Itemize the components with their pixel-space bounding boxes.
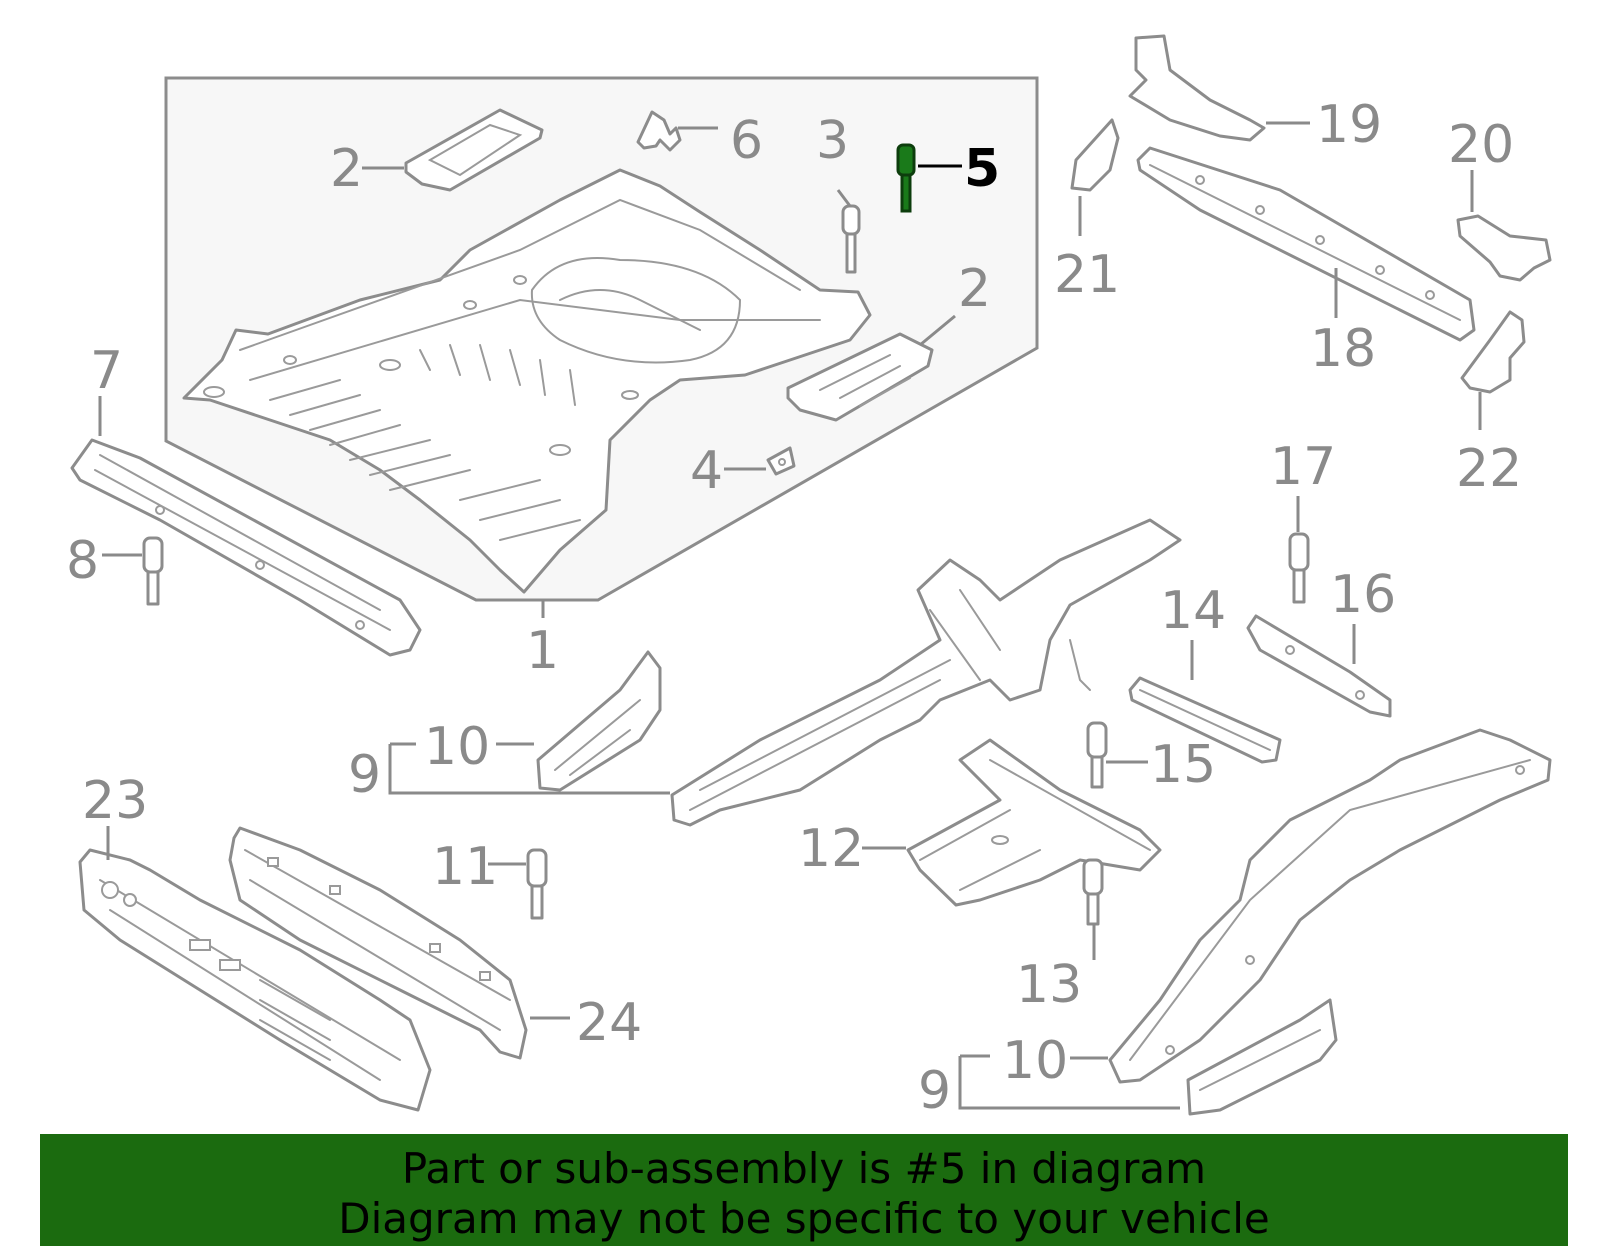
callout-16: 16 <box>1330 565 1396 625</box>
callout-17: 17 <box>1270 437 1336 497</box>
callout-7: 7 <box>90 341 123 401</box>
crossmember[interactable] <box>906 738 1162 907</box>
rear-floor-pan[interactable] <box>182 168 872 594</box>
clip-6[interactable] <box>636 110 682 152</box>
rear-cross-rail[interactable] <box>70 438 422 657</box>
callout-19: 19 <box>1316 95 1382 155</box>
callout-23: 23 <box>82 771 148 831</box>
callout-2-upper: 2 <box>330 139 363 199</box>
callout-4: 4 <box>690 441 723 501</box>
callout-9-upper: 9 <box>348 745 381 805</box>
callout-14: 14 <box>1160 581 1226 641</box>
leader-lines <box>98 121 1482 1110</box>
bracket-21[interactable] <box>1070 118 1120 192</box>
callout-6: 6 <box>730 111 763 171</box>
stud-3[interactable] <box>841 204 861 274</box>
floor-bracket-lower[interactable] <box>786 332 934 422</box>
banner-line-2: Diagram may not be specific to your vehi… <box>338 1194 1270 1243</box>
bolt-5-highlighted[interactable] <box>896 143 916 213</box>
callout-3: 3 <box>816 111 849 171</box>
callout-10-upper: 10 <box>424 717 490 777</box>
callout-21: 21 <box>1054 245 1120 305</box>
callout-8: 8 <box>66 531 99 591</box>
callout-18: 18 <box>1310 319 1376 379</box>
callout-2-lower: 2 <box>958 259 991 319</box>
rail-extension-lower[interactable] <box>1186 998 1338 1116</box>
stud-8[interactable] <box>142 536 164 606</box>
banner-line-1: Part or sub-assembly is #5 in diagram <box>401 1144 1207 1193</box>
clip-4[interactable] <box>766 446 796 476</box>
callout-9-lower: 9 <box>918 1061 951 1121</box>
rear-rail-upper[interactable] <box>670 518 1182 827</box>
info-banner: Part or sub-assembly is #5 in diagram Di… <box>40 1134 1568 1246</box>
bracket-20[interactable] <box>1456 214 1552 282</box>
callout-numbers: 1 2 2 3 4 5 6 7 8 9 10 11 12 13 14 15 16… <box>66 95 1522 1121</box>
stud-15[interactable] <box>1086 721 1108 789</box>
stud-13[interactable] <box>1082 858 1104 926</box>
callout-1: 1 <box>526 621 559 681</box>
callout-5: 5 <box>964 139 1000 199</box>
reinforcement-14[interactable] <box>1128 676 1282 764</box>
callout-10-lower: 10 <box>1002 1031 1068 1091</box>
callout-24: 24 <box>576 993 642 1053</box>
side-rail-24[interactable] <box>228 826 528 1060</box>
callout-22: 22 <box>1456 439 1522 499</box>
callout-12: 12 <box>798 819 864 879</box>
callout-13: 13 <box>1016 955 1082 1015</box>
stud-17[interactable] <box>1288 532 1310 604</box>
stud-11[interactable] <box>526 848 548 920</box>
rear-rail-lower[interactable] <box>1108 728 1552 1084</box>
callout-15: 15 <box>1150 735 1216 795</box>
callout-11: 11 <box>432 837 498 897</box>
bracket-22[interactable] <box>1460 310 1526 394</box>
bracket-19[interactable] <box>1128 34 1266 142</box>
side-panel-23[interactable] <box>78 848 432 1112</box>
cross-rail-18[interactable] <box>1136 146 1476 342</box>
floor-bracket-upper[interactable] <box>404 108 544 192</box>
bracket-16[interactable] <box>1246 614 1392 718</box>
rail-extension-upper[interactable] <box>536 650 662 792</box>
callout-20: 20 <box>1448 115 1514 175</box>
